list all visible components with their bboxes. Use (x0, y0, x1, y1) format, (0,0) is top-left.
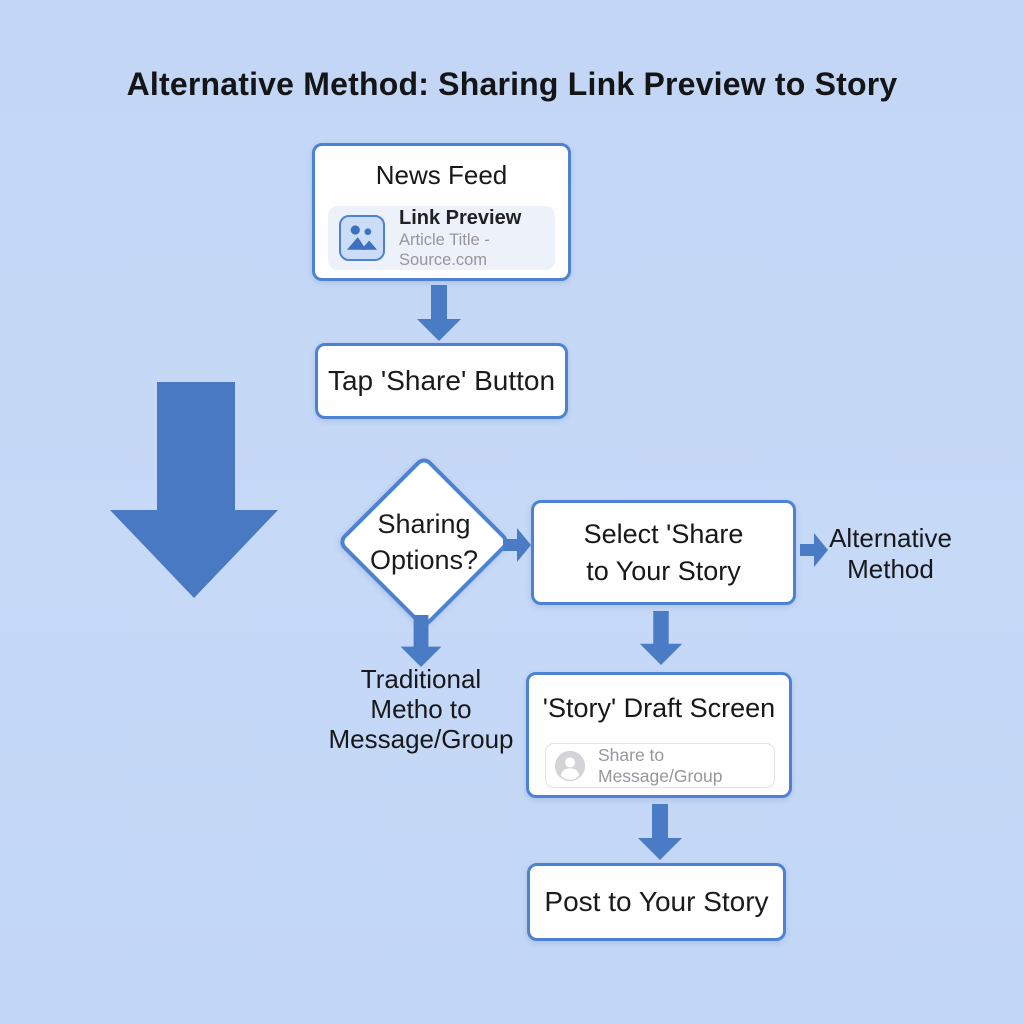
diagram-title: Alternative Method: Sharing Link Preview… (126, 66, 898, 102)
traditional-method-line3: Message/Group (328, 724, 514, 754)
traditional-method-label: Traditional Metho to Message/Group (328, 664, 514, 754)
tap-share-label: Tap 'Share' Button (327, 365, 556, 396)
post-story-label: Post to Your Story (544, 886, 769, 917)
image-icon (339, 215, 385, 261)
node-tap-share: Tap 'Share' Button (315, 343, 568, 419)
node-news-feed: News Feed Link Preview Article Title - S… (312, 143, 571, 281)
big-down-arrow-icon (110, 382, 278, 598)
down-arrow-icon (400, 615, 442, 667)
alternative-method-label: Alternative Method (818, 523, 963, 585)
down-arrow-icon (639, 611, 683, 665)
node-story-draft: 'Story' Draft Screen Share to Message/Gr… (526, 672, 792, 798)
link-preview-card: Link Preview Article Title - Source.com (328, 206, 555, 270)
down-arrow-icon (638, 804, 682, 860)
link-preview-subtitle: Article Title - Source.com (399, 231, 490, 269)
story-draft-label: 'Story' Draft Screen (542, 693, 776, 723)
right-arrow-icon (503, 528, 531, 562)
select-share-label: Select 'Share to Your Story (584, 516, 744, 590)
traditional-method-line1: Traditional (360, 664, 482, 694)
share-destination-placeholder: Share to Message/Group (598, 744, 723, 786)
select-share-line2: to Your Story (586, 555, 741, 586)
alternative-method-line1: Alternative (829, 523, 952, 553)
node-post-story: Post to Your Story (527, 863, 786, 941)
decision-label-line2: Options? (369, 545, 479, 575)
person-icon (554, 750, 586, 781)
down-arrow-icon (417, 285, 461, 341)
decision-label: Sharing Options? (337, 506, 511, 578)
alternative-method-line2: Method (847, 554, 934, 584)
link-preview-title: Link Preview (399, 207, 522, 229)
share-destination-input: Share to Message/Group (545, 743, 775, 788)
news-feed-label: News Feed (375, 160, 508, 190)
select-share-line1: Select 'Share (583, 518, 744, 549)
traditional-method-line2: Metho to (370, 694, 472, 724)
link-preview-text: Link Preview Article Title - Source.com (399, 206, 555, 270)
right-arrow-icon (800, 533, 828, 567)
decision-label-line1: Sharing (377, 509, 471, 539)
node-select-share: Select 'Share to Your Story (531, 500, 796, 605)
